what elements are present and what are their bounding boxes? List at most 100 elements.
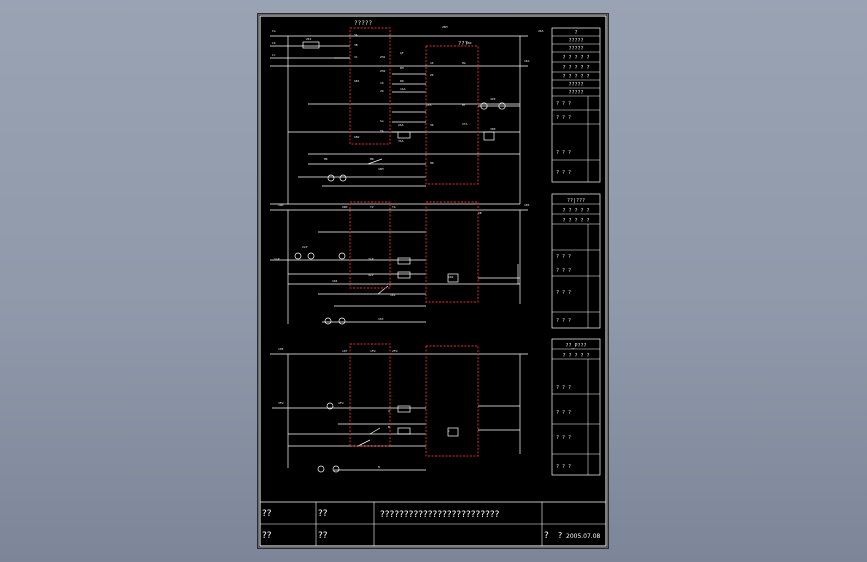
side-row: ????? xyxy=(568,46,583,52)
label: 1RD xyxy=(278,203,284,207)
label: 2FU xyxy=(392,349,398,353)
label: 3LP xyxy=(368,257,374,261)
label: 1KA xyxy=(524,59,530,63)
label: ZH1 xyxy=(380,55,386,59)
relay-module-1 xyxy=(349,27,391,145)
label: ZH2 xyxy=(380,69,386,73)
label: 4FU xyxy=(338,401,344,405)
label: 3K xyxy=(430,123,434,127)
label: Ib xyxy=(272,41,276,45)
circuit-section-1 xyxy=(270,35,528,205)
label: A xyxy=(388,409,390,413)
section-1-box-title: ??? xyxy=(458,41,468,47)
label: HY xyxy=(462,103,466,107)
label: 107 xyxy=(342,349,348,353)
label: 101 xyxy=(390,293,396,297)
side-row: ? ? ? xyxy=(556,318,571,324)
side-table-2: ??|??? ? ? ? ? ? ? ? ? ? ? ? ? ? ? ? ? ?… xyxy=(551,193,601,329)
label: 1FU xyxy=(370,349,376,353)
label: B xyxy=(388,425,390,429)
section-1-title: ????? xyxy=(354,20,372,27)
label: TA xyxy=(392,205,396,209)
label: 3C xyxy=(354,55,358,59)
side-row: ????? xyxy=(568,82,583,88)
side-row: ? ? ? ? ? xyxy=(562,218,589,224)
label: 2LP xyxy=(302,245,308,249)
side-row: ? ? ? xyxy=(556,115,571,121)
label: 103 xyxy=(378,317,384,321)
label: SB2 xyxy=(354,135,360,139)
drawing-sheet: ????? ??? Ia Ib Ic ZK1 3A 3B 3C SB1 SB2 … xyxy=(258,14,608,548)
side-row: ? ? ? xyxy=(556,268,571,274)
label: QF xyxy=(400,51,404,55)
label: TV xyxy=(370,205,374,209)
side-table-2-header: ??|??? xyxy=(567,198,585,204)
side-row: ? ? ? xyxy=(556,464,571,470)
label: 300 xyxy=(490,127,496,131)
side-row: ? ? ? ? ? xyxy=(562,74,589,80)
control-unit-3 xyxy=(425,345,479,457)
label: 102 xyxy=(448,275,454,279)
label: 1D xyxy=(380,81,384,85)
drawing-date: 2005.07.08 xyxy=(566,533,601,540)
label: N xyxy=(378,465,380,469)
label: 2KA xyxy=(538,29,544,33)
side-row: ? ? ? xyxy=(556,435,571,441)
title-block: ?? ?? ?? ?? ????????????????????????? ? … xyxy=(260,501,606,546)
side-row: ? ? ? ? ? xyxy=(562,353,589,359)
title-cell-6: ? xyxy=(558,531,562,540)
label: 4LP xyxy=(368,273,374,277)
circuit-section-2 xyxy=(270,209,528,325)
title-cell-2: ?? xyxy=(318,509,328,519)
side-row: ? ? ? ? ? xyxy=(562,55,589,61)
label: Sa xyxy=(380,119,384,123)
circuit-labels-2: 1RD 2RD TV TA XB 1LP 2LP 3LP 4LP 101 102… xyxy=(274,203,530,321)
label: 3A xyxy=(354,33,358,37)
label: KM xyxy=(400,66,404,70)
label: SB1 xyxy=(354,79,360,83)
label: 106 xyxy=(278,347,284,351)
circuit-labels-1: Ia Ib Ic ZK1 3A 3B 3C SB1 SB2 ZH1 ZH2 1D… xyxy=(272,25,544,171)
side-row: ? ? ? xyxy=(556,150,571,156)
label: HG xyxy=(462,61,466,65)
label: 2SA xyxy=(398,123,404,127)
title-cell-1: ?? xyxy=(262,509,272,519)
label: 3B xyxy=(354,43,358,47)
title-cell-5: ? xyxy=(544,531,549,541)
label: 1SA xyxy=(400,87,406,91)
label: HR xyxy=(430,161,434,165)
side-row: ? ? ? xyxy=(556,385,571,391)
control-unit-2 xyxy=(425,201,479,303)
label: 1YA xyxy=(426,103,432,107)
label: 2D xyxy=(380,89,384,93)
label: YA xyxy=(380,129,384,133)
side-row: ? ? ? xyxy=(556,254,571,260)
control-unit-1 xyxy=(425,45,479,185)
label: Ic xyxy=(272,53,276,57)
title-cell-4: ?? xyxy=(318,531,328,541)
label: 104 xyxy=(332,279,338,283)
circuit-labels-3: 106 107 1FU 2FU 3FU 4FU A B C N xyxy=(278,347,450,469)
circuit-section-3 xyxy=(270,353,528,473)
label: 2KM xyxy=(442,25,448,29)
label: 2K xyxy=(430,73,434,77)
side-row: ? ? ? xyxy=(556,290,571,296)
label: 1K xyxy=(430,61,434,65)
side-table-3: ??_P??? ? ? ? ? ? ? ? ? ? ? ? ? ? ? ? ? … xyxy=(551,338,601,476)
label: 600 xyxy=(466,41,472,45)
side-row: ? ? ? xyxy=(556,170,571,176)
side-row: ? ? ? ? ? xyxy=(562,65,589,71)
label: 1KM xyxy=(378,167,384,171)
label: 2RD xyxy=(342,205,348,209)
label: RD xyxy=(400,79,404,83)
label: C xyxy=(448,429,450,433)
label: Ia xyxy=(272,29,276,33)
label: MK xyxy=(324,157,328,161)
side-row: ????? xyxy=(568,38,583,44)
drawing-title: ????????????????????????? xyxy=(380,510,500,520)
side-table-1: ? ????? ????? ? ? ? ? ? ? ? ? ? ? ? ? ? … xyxy=(551,27,601,183)
label: XB xyxy=(478,211,482,215)
side-row: ? ? ? xyxy=(556,101,571,107)
title-cell-3: ?? xyxy=(262,531,272,541)
label: 420 xyxy=(490,97,496,101)
